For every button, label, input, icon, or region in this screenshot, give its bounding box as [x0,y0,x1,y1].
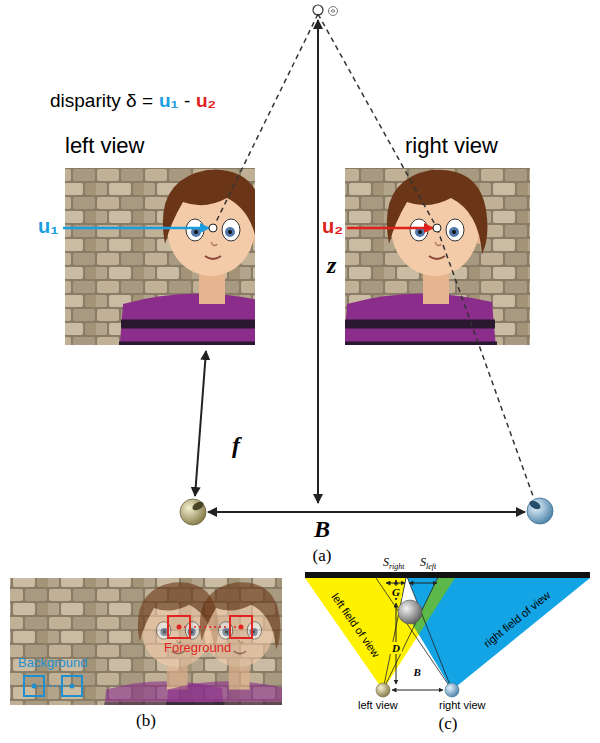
field-of-view [305,578,590,690]
region-label: Background [18,656,87,671]
disparity-arrow [347,227,433,230]
foreground-patch [179,626,241,628]
sight-line [213,14,533,496]
shadow-label: S [383,556,389,570]
formula-term: u₁ [159,90,178,112]
foreground-point [239,625,244,630]
background-point [70,684,75,689]
apex-icon [313,5,323,15]
depth-label: z [327,252,336,280]
foreground-patch [230,616,252,638]
camera-sphere [376,683,390,697]
background-point [32,684,37,689]
distance-label: D [390,642,402,655]
focal-label: f [232,432,240,460]
left-view-image [117,170,255,345]
view-image: left view [63,133,255,345]
dimension-arrow [208,511,525,513]
camera-sphere [191,500,205,512]
camera-sphere [445,683,459,697]
coordinate-label: u₁ [38,215,59,238]
apex-icon [313,5,338,16]
field-of-view [385,578,590,690]
dimension-arrow [392,690,443,691]
sight-line [437,228,533,496]
shadow-width-arrow [386,583,437,584]
view-heading: left view [63,133,255,158]
panel-label: (a) [313,546,332,566]
ray-line [408,578,453,690]
camera-sphere [528,499,542,511]
foreground-point [177,625,182,630]
coordinate-label: u₂ [322,215,343,238]
shadow-width-arrow [409,583,437,584]
sight-line [318,14,437,228]
camera-sphere [180,499,206,525]
image-point [209,224,217,232]
panel-label: (c) [439,714,458,734]
apex-icon [331,10,335,13]
formula-text: disparity δ = [50,90,153,112]
panel-label: (b) [136,711,156,731]
region-label: Foreground [164,641,231,656]
ray-line [383,578,406,690]
composite-image [10,578,282,705]
camera-sphere [180,498,553,525]
distance-label: G [390,586,402,599]
ray-line [376,578,452,690]
foreground-point [177,625,244,630]
disparity-arrow [63,227,433,230]
composite-image [163,582,282,705]
dimension-arrow [195,351,206,496]
sight-line [213,14,318,228]
subscript: left [426,562,436,571]
background-patch [24,676,82,696]
camera-sphere [527,498,553,524]
occluder-sphere [398,600,422,624]
camera-label: left view [358,699,398,712]
baseline-label: B [314,516,330,544]
background-patch [34,685,72,687]
right-view-image [345,170,499,345]
ray-line [376,578,452,690]
view-image: right view [345,133,530,345]
baseline-label: B [414,666,421,679]
apex-icon [329,7,338,16]
background-point [32,684,75,689]
dimension-arrow [195,20,525,512]
foreground-patch [168,616,252,638]
right-view-image [345,168,530,345]
camera-label: right view [439,699,485,712]
image-point [433,224,441,232]
formula-operator: - [184,90,190,112]
shadow-label: S [420,556,426,570]
formula-term: u₂ [196,90,216,112]
subscript: right [389,562,405,571]
view-heading: right view [345,133,530,158]
disparity-arrow [63,227,209,230]
left-view-image [65,168,255,345]
background-plane [305,572,590,578]
foreground-patch [168,616,190,638]
camera-sphere [376,683,459,697]
dimension-arrow [317,20,319,503]
